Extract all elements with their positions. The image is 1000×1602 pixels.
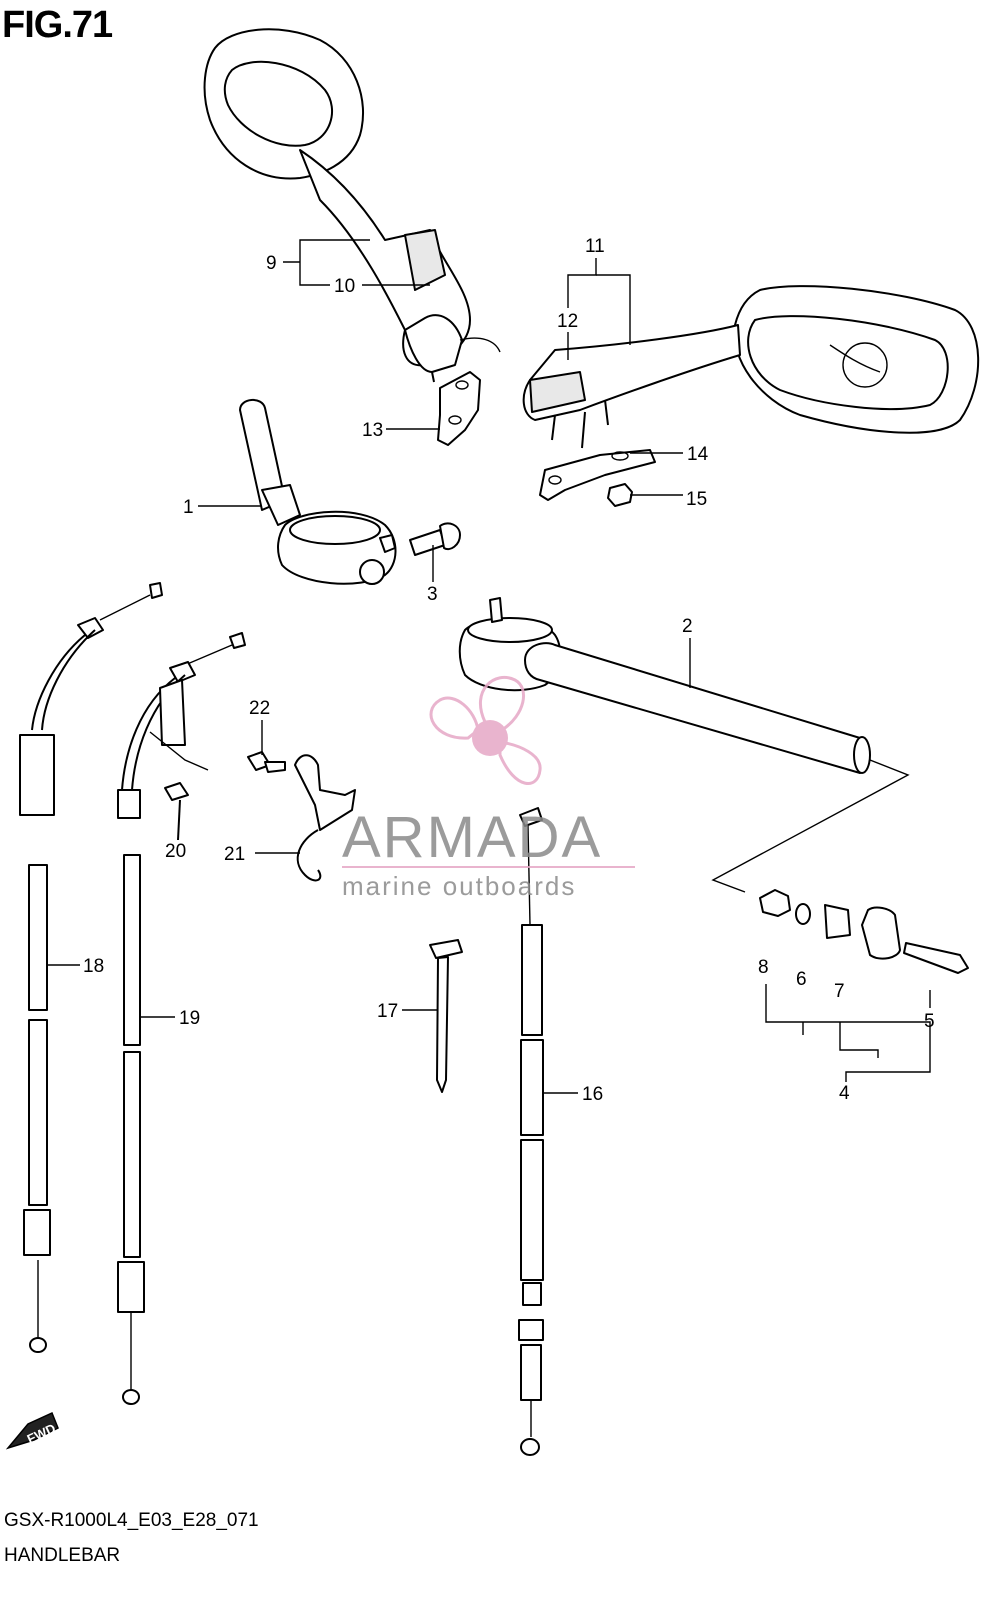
flange-bolt-15	[607, 483, 633, 507]
figure-title: FIG.71	[2, 4, 113, 46]
right-handlebar-2	[458, 597, 910, 893]
callout-19: 19	[179, 1008, 200, 1029]
right-mirror	[522, 285, 980, 449]
watermark: ARMADA marine outboards	[342, 675, 635, 901]
screw-20	[164, 782, 189, 841]
bar-end-weight	[861, 906, 901, 960]
clutch-cable-16	[518, 807, 544, 1456]
callout-20: 20	[165, 841, 186, 862]
callout-10: 10	[334, 276, 355, 297]
mirror-bracket-13	[437, 371, 481, 446]
callout-5: 5	[924, 1011, 935, 1032]
callout-17: 17	[377, 1001, 398, 1022]
watermark-brand: ARMADA	[342, 805, 602, 870]
callout-15: 15	[686, 489, 707, 510]
bolt-22	[247, 751, 286, 773]
bracket-21	[294, 754, 356, 882]
callout-9: 9	[266, 253, 277, 274]
callout-16: 16	[582, 1084, 603, 1105]
callout-14: 14	[687, 444, 709, 465]
left-mirror	[203, 28, 501, 383]
callout-21: 21	[224, 844, 245, 865]
callout-18: 18	[83, 956, 104, 977]
callout-1: 1	[183, 497, 194, 518]
screw-5	[903, 942, 969, 974]
cable-tie-17	[429, 939, 463, 1093]
callout-4: 4	[839, 1083, 850, 1104]
callout-7: 7	[834, 981, 845, 1002]
leader-lines	[48, 239, 931, 1094]
propeller-logo-icon	[429, 675, 542, 785]
leader-4-bracket	[765, 984, 931, 1082]
callout-8: 8	[758, 957, 769, 978]
model-code: GSX-R1000L4_E03_E28_071	[4, 1510, 259, 1531]
fwd-arrow-icon: FWD	[5, 1411, 59, 1450]
figure-caption: HANDLEBAR	[4, 1545, 121, 1566]
callouts: 1 2 3 4 5 6 7 8 9 10 11 12 13 14 15 16 1…	[83, 236, 935, 1105]
throttle-cable-18	[19, 582, 163, 1353]
throttle-cable-19	[117, 632, 246, 1405]
bar-end-assembly-4	[759, 889, 969, 1082]
callout-2: 2	[682, 616, 693, 637]
callout-22: 22	[249, 698, 270, 719]
collar-7	[824, 904, 851, 939]
bolt-3	[409, 522, 461, 556]
callout-3: 3	[427, 584, 438, 605]
watermark-tagline: marine outboards	[342, 871, 576, 901]
nut-8	[759, 889, 791, 917]
callout-13: 13	[362, 420, 383, 441]
callout-12: 12	[557, 311, 578, 332]
left-handlebar-1	[239, 399, 397, 585]
washer-6	[795, 903, 811, 925]
mirror-bracket-14	[539, 449, 656, 501]
callout-6: 6	[796, 969, 807, 990]
callout-11: 11	[585, 236, 605, 257]
